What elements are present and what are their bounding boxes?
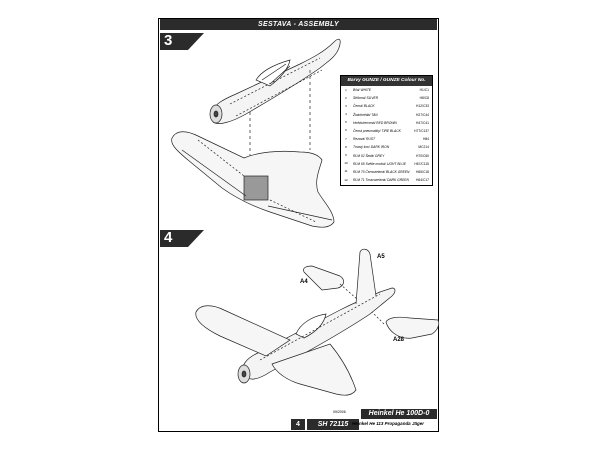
color-drop-icon: 4: [345, 112, 347, 117]
legend-color-name: Žlutohnědá/ TAN: [353, 112, 378, 117]
legend-color-name: RLM 02 Šedá/ GREY: [353, 153, 385, 158]
color-drop-icon: 11: [344, 169, 348, 174]
legend-row: 1 Bílá/ WHITE H1/C1: [341, 86, 432, 94]
plane-drawing: [195, 248, 440, 396]
step-3-badge: [160, 33, 204, 50]
legend-color-name: Rezavá/ RUST: [353, 137, 375, 142]
legend-title: Barvy GUNZE / GUNZE Colour No.: [341, 76, 432, 86]
color-drop-icon: 12: [344, 177, 348, 182]
legend-row: 5 Hnědočervená/ RED BROWN H47/C41: [341, 119, 432, 127]
legend-row: 10 RLM 65 Světle modrá/ LIGHT BLUE H67/C11…: [341, 160, 432, 168]
color-drop-icon: 3: [345, 103, 347, 108]
legend-color-code: H47/C41: [415, 120, 429, 125]
header-bar: [160, 19, 437, 30]
legend-row: 9 RLM 02 Šedá/ GREY H70/C60: [341, 152, 432, 160]
legend-row: 8 Tmavý kov/ DARK IRON MC214: [341, 143, 432, 151]
footer-title: Heinkel He 100D-0: [361, 409, 437, 419]
legend-color-code: H1/C1: [419, 88, 429, 92]
wing-center-section: [243, 175, 269, 201]
color-drop-icon: 7: [345, 136, 347, 141]
legend-row: 11 RLM 70 Černozelená/ BLACK GREEN H65/C18: [341, 168, 432, 176]
step-3: 3: [160, 32, 204, 50]
legend-color-code: H12/C33: [415, 104, 429, 109]
page-title: SESTAVA - ASSEMBLY: [258, 21, 339, 28]
step-3-number: 3: [164, 32, 173, 49]
color-drop-icon: 10: [344, 161, 348, 166]
legend-color-code: H8/C8: [419, 96, 429, 101]
legend-color-name: Hnědočervená/ RED BROWN: [353, 120, 397, 125]
footer-date: 09/2006: [333, 410, 346, 414]
color-drop-icon: 1: [345, 87, 347, 92]
color-drop-icon: 2: [345, 95, 347, 100]
step-4-badge: [160, 230, 204, 247]
color-drop-icon: 6: [345, 128, 347, 133]
legend-row: 12 RLM 71 Tmavozelená/ DARK GREEN H64/C17: [341, 176, 432, 184]
legend-color-code: H27/C44: [415, 112, 429, 117]
legend-color-name: RLM 70 Černozelená/ BLACK GREEN: [353, 169, 410, 174]
kit-code: SH 72115: [307, 419, 359, 430]
legend-color-code: H84: [422, 137, 429, 142]
legend-color-name: Tmavý kov/ DARK IRON: [353, 145, 390, 150]
page-number: 4: [291, 419, 305, 430]
legend-row: 3 Černá/ BLACK H12/C33: [341, 102, 432, 110]
legend-row: 2 Stříbrná/ SILVER H8/C8: [341, 94, 432, 102]
legend-color-code: H65/C18: [415, 169, 429, 174]
wing-drawing: [171, 131, 335, 228]
color-drop-icon: 9: [345, 153, 347, 157]
legend-color-code: H77/C137: [414, 128, 429, 133]
legend-color-name: RLM 65 Světle modrá/ LIGHT BLUE: [353, 161, 406, 166]
color-drop-icon: 5: [345, 120, 347, 125]
legend-color-code: H70/C60: [415, 153, 429, 158]
legend-color-name: Bílá/ WHITE: [353, 88, 372, 92]
legend-row: 6 Černá pneumatiky/ TIRE BLACK H77/C137: [341, 127, 432, 135]
legend-color-code: MC214: [418, 145, 429, 150]
legend-color-name: RLM 71 Tmavozelená/ DARK GREEN: [353, 178, 409, 183]
legend-color-name: Černá/ BLACK: [353, 104, 375, 109]
part-label-a28: A28: [393, 337, 405, 343]
part-label-a4: A4: [300, 279, 308, 285]
footer-subtitle: Heinkel He 113 Propaganda Jäger: [352, 421, 424, 426]
part-label-a5: A5: [377, 254, 385, 260]
color-drop-icon: 8: [345, 144, 347, 149]
legend-color-code: H64/C17: [415, 178, 429, 183]
step-4: 4: [160, 229, 204, 247]
fuselage-drawing: [209, 38, 341, 170]
legend-color-code: H67/C115: [414, 161, 429, 166]
legend-color-name: Stříbrná/ SILVER: [353, 96, 379, 101]
legend-row: 7 Rezavá/ RUST H84: [341, 135, 432, 143]
legend-color-name: Černá pneumatiky/ TIRE BLACK: [353, 128, 401, 133]
colour-legend: Barvy GUNZE / GUNZE Colour No. 1 Bílá/ WH…: [340, 75, 433, 186]
step-4-number: 4: [164, 229, 173, 246]
legend-row: 4 Žlutohnědá/ TAN H27/C44: [341, 111, 432, 119]
